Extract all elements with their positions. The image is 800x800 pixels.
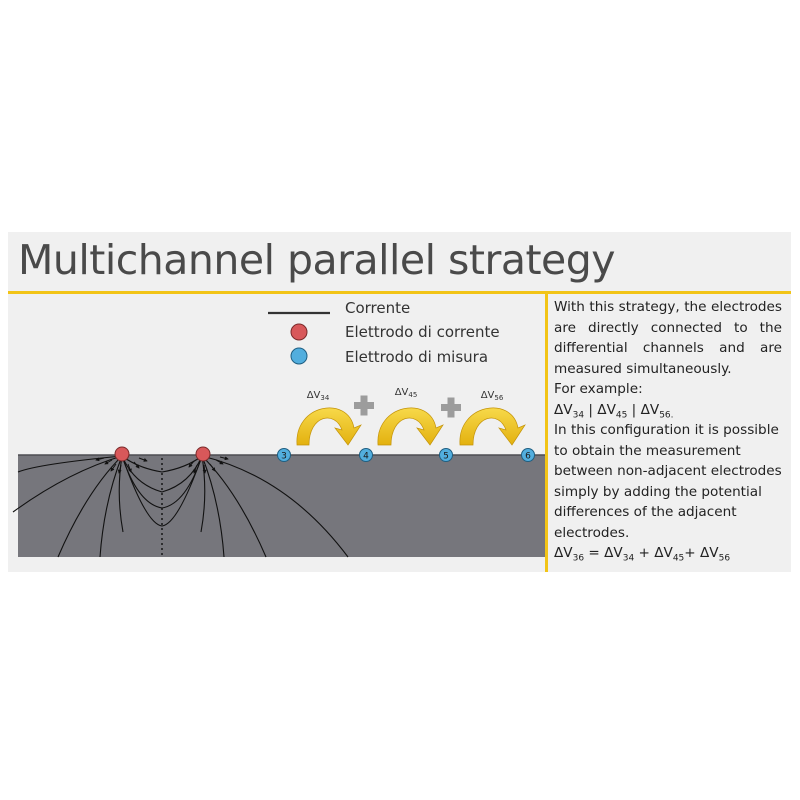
delta-v-34-label: ΔV34 (307, 390, 330, 402)
current-electrode-right (195, 446, 211, 462)
legend: Corrente Elettrodo di corrente Elettrodo… (268, 299, 500, 366)
measurement-arc-56: ΔV56 (459, 390, 526, 446)
measure-electrode-3: 3 (277, 448, 291, 462)
sum-formula: ΔV36 = ΔV34 + ΔV45+ ΔV56 (554, 545, 731, 564)
plus-icon (354, 395, 374, 416)
measurement-arc-45: ΔV45 (377, 387, 444, 446)
ground-block (18, 455, 545, 557)
measure-electrode-6: 6 (521, 448, 535, 462)
current-electrode-left (114, 446, 130, 462)
current-field-lines (12, 455, 349, 558)
delta-v-45-label: ΔV45 (395, 387, 418, 399)
plus-icon (441, 397, 461, 418)
intro-text: With this strategy, the electrodes are d… (554, 299, 782, 377)
field-arrowheads (95, 456, 229, 474)
slide-title: Multichannel parallel strategy (18, 236, 616, 284)
description-panel: With this strategy, the electrodes are d… (554, 297, 782, 564)
legend-current-electrode-icon (290, 323, 308, 341)
electrode-diagram: 3 4 5 6 ΔV34 ΔV45 ΔV56 (12, 299, 545, 558)
measurement-arc-34: ΔV34 (296, 390, 362, 446)
legend-measure-electrode-icon (290, 347, 308, 365)
electrode-number: 6 (525, 452, 531, 462)
text-panel-divider (545, 294, 548, 572)
legend-measure-electrode-label: Elettrodo di misura (345, 348, 488, 366)
delta-v-56-label: ΔV56 (481, 390, 504, 402)
electrode-number: 3 (281, 452, 287, 462)
electrode-number: 4 (363, 452, 369, 462)
measure-electrode-5: 5 (439, 448, 453, 462)
example-label: For example: (554, 381, 643, 397)
slide: Multichannel parallel strategy (8, 232, 791, 572)
electrode-number: 5 (443, 452, 449, 462)
example-measurements: ΔV34 | ΔV45 | ΔV56. (554, 401, 674, 421)
legend-current-label: Corrente (345, 299, 410, 317)
configuration-text: In this configuration it is possible to … (554, 422, 782, 541)
measure-electrode-4: 4 (359, 448, 373, 462)
legend-current-electrode-label: Elettrodo di corrente (345, 323, 500, 341)
title-underline (8, 291, 791, 294)
